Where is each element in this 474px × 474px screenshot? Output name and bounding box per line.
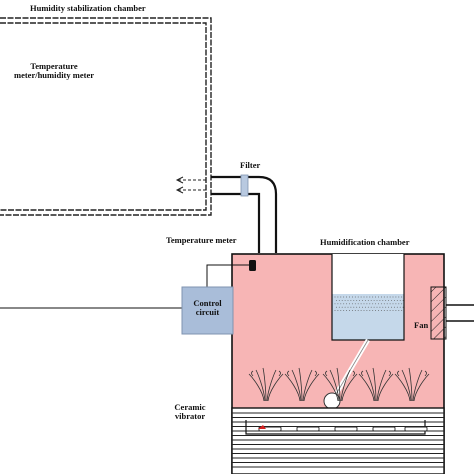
return-flow-arrows	[175, 176, 206, 194]
water-reservoir	[331, 254, 405, 341]
temperature-sensor	[249, 260, 256, 271]
fan-hatch	[430, 286, 447, 340]
label-control-circuit: Control circuit	[182, 299, 233, 317]
label-ceramic-vibrator-line1: Ceramic	[174, 402, 206, 412]
ceramic-vibrator-tank	[231, 407, 445, 474]
vibrator-marker	[258, 425, 266, 429]
mist-plumes	[248, 367, 430, 402]
label-ceramic-vibrator: Ceramic vibrator	[166, 403, 214, 421]
label-ceramic-vibrator-line2: vibrator	[174, 410, 206, 421]
label-temp-humidity-meter-line2: meter/humidity meter	[13, 69, 94, 80]
label-temp-humidity-meter: Temperature meter/humidity meter	[2, 62, 106, 80]
label-temp-humidity-meter-line1: Temperature	[30, 61, 78, 71]
label-temperature-meter: Temperature meter	[166, 235, 237, 245]
label-humidification-chamber: Humidification chamber	[320, 237, 410, 247]
label-control-circuit-line2: circuit	[195, 306, 220, 317]
filter	[240, 174, 249, 197]
control-circuit	[181, 286, 234, 335]
label-control-circuit-line1: Control	[193, 298, 222, 308]
label-stabilization-chamber: Humidity stabilization chamber	[30, 3, 146, 13]
signal-wires	[0, 264, 252, 309]
mist-dots	[334, 296, 404, 312]
air-duct	[211, 175, 278, 253]
label-fan: Fan	[414, 320, 429, 330]
label-filter: Filter	[240, 160, 261, 170]
humidity-stabilization-chamber	[0, 17, 212, 216]
fan-outlet	[446, 304, 474, 322]
